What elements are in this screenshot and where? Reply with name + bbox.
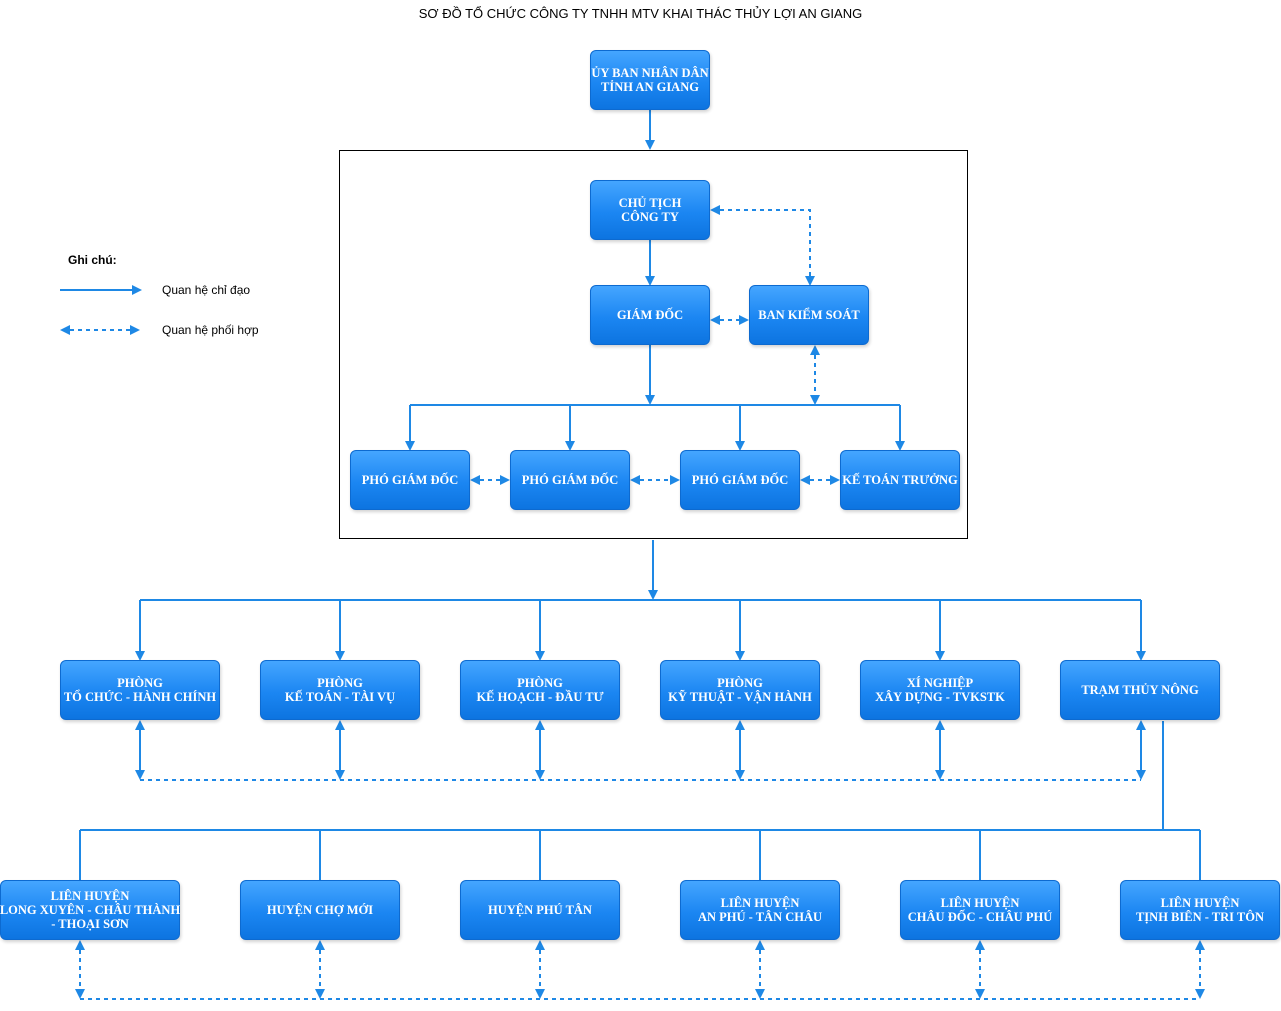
node-ubnd: ỦY BAN NHÂN DÂN TỈNH AN GIANG [590,50,710,110]
node-irrigation-station-line-1: TRẠM THỦY NÔNG [1081,683,1199,697]
legend-dashed-label: Quan hệ phối hợp [162,323,259,337]
node-district-cho-moi-line-1: HUYỆN CHỢ MỚI [266,903,374,917]
node-dept-accounting-finance-line-1: PHÒNG [317,676,363,690]
node-district-tinh-bien: LIÊN HUYỆN TỊNH BIÊN - TRI TÔN [1120,880,1280,940]
node-deputy-director-3-line-1: PHÓ GIÁM ĐỐC [691,473,789,487]
node-district-long-xuyen-line-1: LIÊN HUYỆN [50,889,130,903]
node-construction-enterprise-line-2: XÂY DỰNG - TVKSTK [875,690,1005,704]
node-district-cho-moi: HUYỆN CHỢ MỚI [240,880,400,940]
node-chief-accountant: KẾ TOÁN TRƯỞNG [840,450,960,510]
node-district-chau-doc-line-1: LIÊN HUYỆN [940,896,1020,910]
legend-title: Ghi chú: [68,253,117,267]
node-chairman-line-1: CHỦ TỊCH [618,196,682,210]
node-dept-organization-admin: PHÒNG TỔ CHỨC - HÀNH CHÍNH [60,660,220,720]
node-dept-organization-admin-line-2: TỔ CHỨC - HÀNH CHÍNH [63,690,217,704]
node-district-chau-doc-line-2: CHÂU ĐỐC - CHÂU PHÚ [907,910,1053,924]
node-district-long-xuyen-line-2: LONG XUYÊN - CHÂU THÀNH [0,903,181,917]
node-deputy-director-3: PHÓ GIÁM ĐỐC [680,450,800,510]
node-chairman-line-2: CÔNG TY [621,210,679,224]
node-dept-technical-operation-line-1: PHÒNG [717,676,763,690]
node-chairman: CHỦ TỊCH CÔNG TY [590,180,710,240]
node-district-long-xuyen-line-3: - THOẠI SƠN [51,917,129,931]
node-dept-planning-investment: PHÒNG KẾ HOẠCH - ĐẦU TƯ [460,660,620,720]
node-dept-technical-operation: PHÒNG KỸ THUẬT - VẬN HÀNH [660,660,820,720]
node-dept-planning-investment-line-1: PHÒNG [517,676,563,690]
node-dept-organization-admin-line-1: PHÒNG [117,676,163,690]
node-supervisory-board: BAN KIỂM SOÁT [749,285,869,345]
node-irrigation-station: TRẠM THỦY NÔNG [1060,660,1220,720]
node-deputy-director-1: PHÓ GIÁM ĐỐC [350,450,470,510]
node-district-phu-tan-line-1: HUYỆN PHÚ TÂN [488,903,592,917]
node-district-tinh-bien-line-2: TỊNH BIÊN - TRI TÔN [1135,910,1265,924]
node-district-tinh-bien-line-1: LIÊN HUYỆN [1160,896,1240,910]
legend-solid-label: Quan hệ chỉ đạo [162,283,251,297]
node-district-long-xuyen: LIÊN HUYỆN LONG XUYÊN - CHÂU THÀNH - THO… [0,880,180,940]
node-deputy-director-2-line-1: PHÓ GIÁM ĐỐC [521,473,619,487]
node-director: GIÁM ĐỐC [590,285,710,345]
node-district-an-phu: LIÊN HUYỆN AN PHÚ - TÂN CHÂU [680,880,840,940]
node-ubnd-line-2: TỈNH AN GIANG [601,80,699,94]
node-dept-accounting-finance: PHÒNG KẾ TOÁN - TÀI VỤ [260,660,420,720]
node-chief-accountant-line-1: KẾ TOÁN TRƯỞNG [842,473,958,487]
node-deputy-director-1-line-1: PHÓ GIÁM ĐỐC [361,473,459,487]
node-construction-enterprise: XÍ NGHIỆP XÂY DỰNG - TVKSTK [860,660,1020,720]
node-construction-enterprise-line-1: XÍ NGHIỆP [906,676,974,690]
node-deputy-director-2: PHÓ GIÁM ĐỐC [510,450,630,510]
node-district-an-phu-line-1: LIÊN HUYỆN [720,896,800,910]
node-ubnd-line-1: ỦY BAN NHÂN DÂN [591,66,709,80]
node-dept-accounting-finance-line-2: KẾ TOÁN - TÀI VỤ [284,690,396,704]
node-supervisory-board-line-1: BAN KIỂM SOÁT [758,308,860,322]
connector-chairman-supervisory [710,205,815,286]
node-district-chau-doc: LIÊN HUYỆN CHÂU ĐỐC - CHÂU PHÚ [900,880,1060,940]
diagram-title: SƠ ĐỒ TỔ CHỨC CÔNG TY TNHH MTV KHAI THÁC… [418,6,863,21]
node-dept-technical-operation-line-2: KỸ THUẬT - VẬN HÀNH [668,690,812,704]
node-district-phu-tan: HUYỆN PHÚ TÂN [460,880,620,940]
node-district-an-phu-line-2: AN PHÚ - TÂN CHÂU [697,910,823,924]
node-director-line-1: GIÁM ĐỐC [616,308,684,322]
node-dept-planning-investment-line-2: KẾ HOẠCH - ĐẦU TƯ [476,690,604,704]
